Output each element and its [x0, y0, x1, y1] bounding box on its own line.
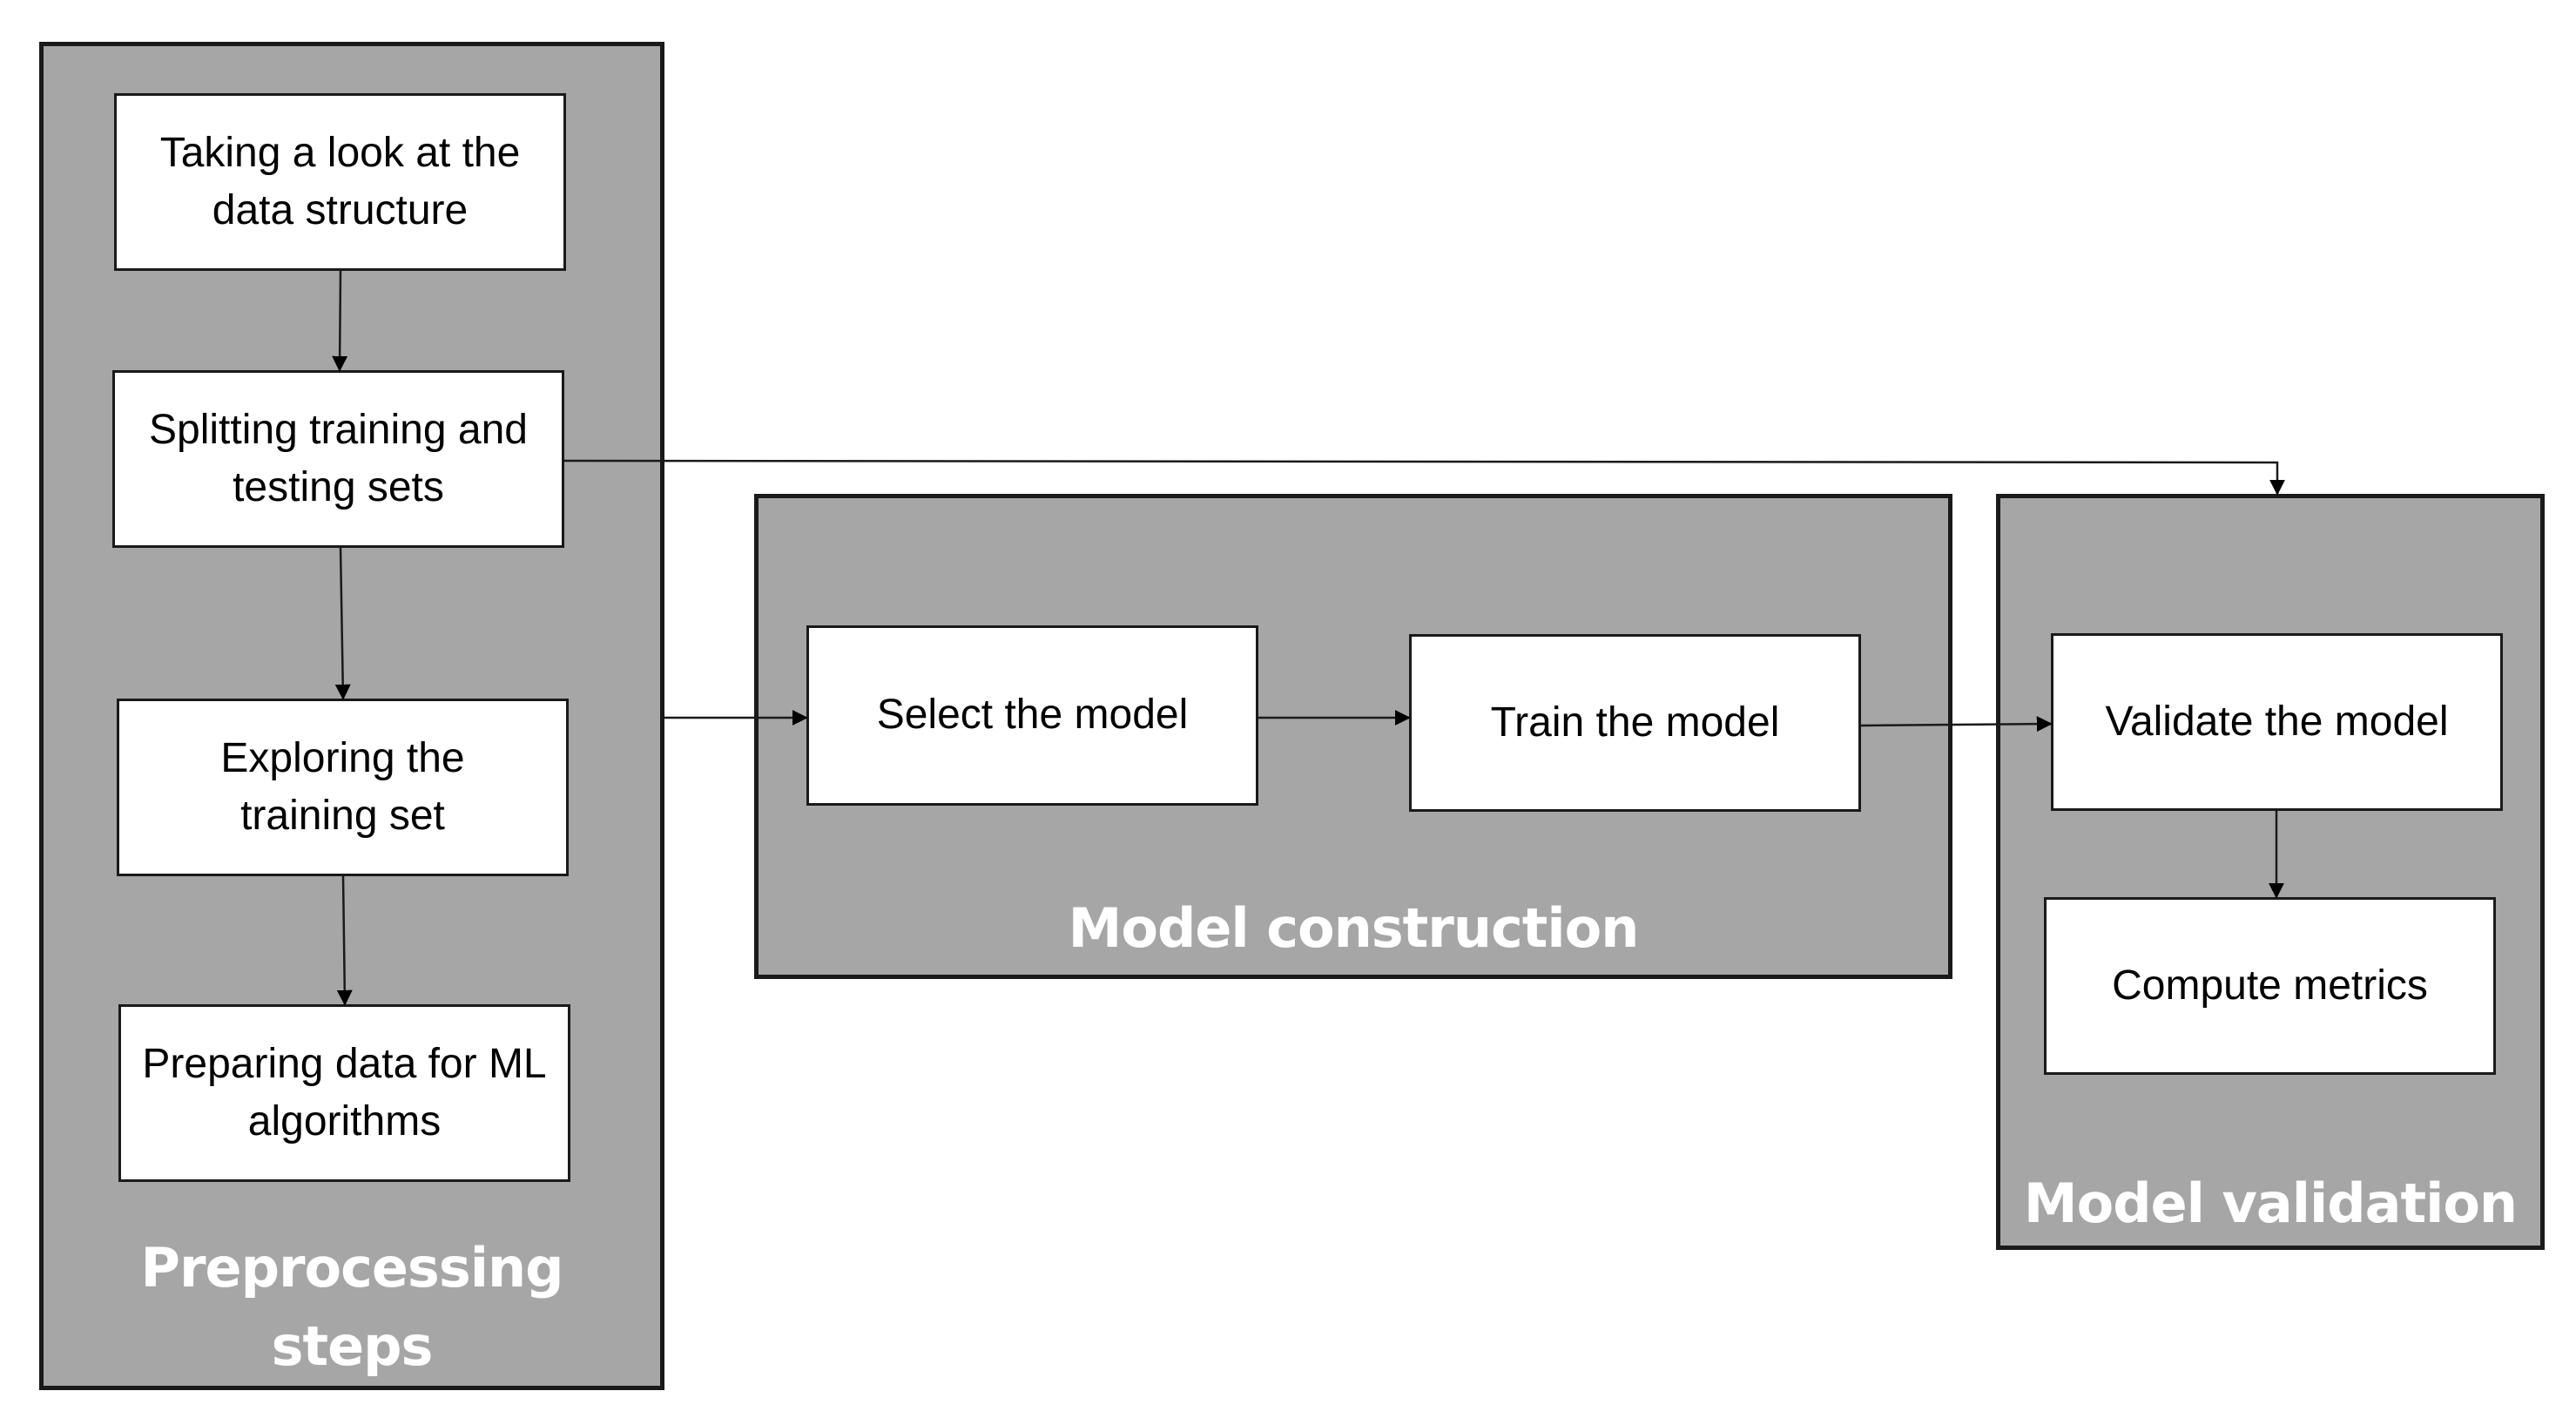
step-look-data-structure: Taking a look at the data structure	[114, 93, 566, 271]
group-title-validation: Model validation	[2023, 1172, 2518, 1235]
step-split-sets: Splitting training and testing sets	[112, 370, 564, 548]
step-explore-label: Exploring the training set	[220, 734, 465, 839]
step-train-label: Train the model	[1490, 699, 1780, 746]
step-split-label: Splitting training and testing sets	[149, 406, 528, 510]
step-prepare-data: Preparing data for ML algorithms	[118, 1004, 570, 1182]
step-select-label: Select the model	[876, 692, 1189, 739]
step-select-model: Select the model	[806, 625, 1258, 806]
arrow-split-to-validation	[563, 459, 2285, 496]
group-title-preprocessing: Preprocessing steps	[140, 1236, 564, 1378]
step-metrics-label: Compute metrics	[2112, 962, 2428, 1009]
step-prepare-label: Preparing data for ML algorithms	[142, 1040, 547, 1145]
group-model-validation: Model validation	[1996, 494, 2545, 1250]
group-title-construction: Model construction	[1068, 896, 1640, 960]
step-train-model: Train the model	[1409, 634, 1861, 812]
step-explore-training-set: Exploring the training set	[117, 699, 569, 876]
step-compute-metrics: Compute metrics	[2044, 897, 2496, 1075]
step-validate-model: Validate the model	[2051, 633, 2503, 811]
step-validate-label: Validate the model	[2105, 698, 2449, 745]
step-look-label: Taking a look at the data structure	[159, 129, 521, 233]
